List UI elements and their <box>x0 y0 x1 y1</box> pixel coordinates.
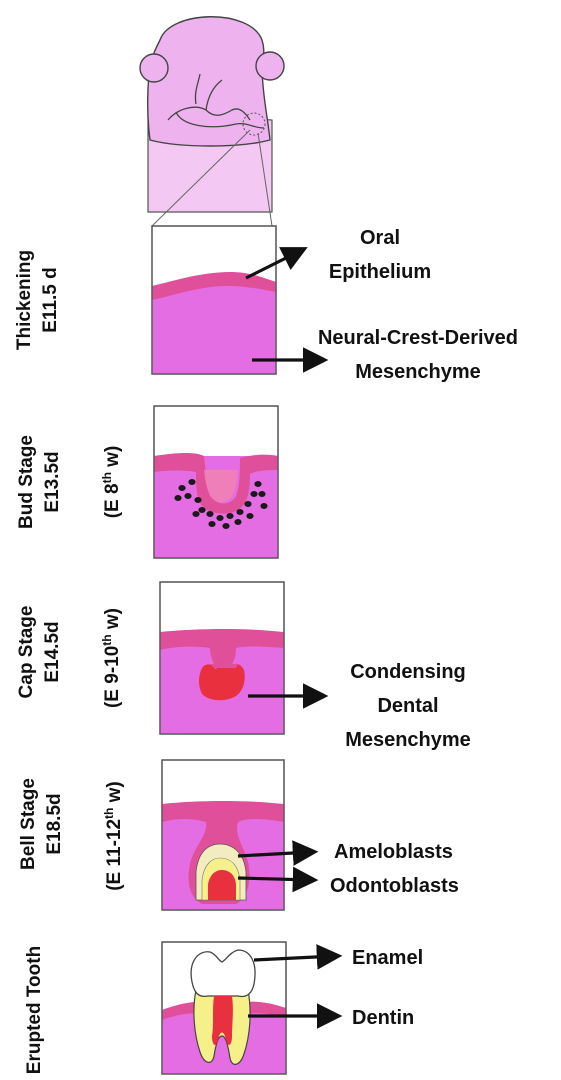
bud-cell-dot <box>178 485 185 491</box>
bud-cell-dot <box>236 509 243 515</box>
enamel-label: Enamel <box>352 947 423 969</box>
bell-stage-day: E18.5d <box>44 793 65 854</box>
bud-stage-human-week: (E 8th w) <box>100 446 123 519</box>
bud-stage-panel <box>154 406 278 558</box>
bud-cell-dot <box>188 479 195 485</box>
bud-cell-dot <box>226 513 233 519</box>
cap-stage-human-week: (E 9-10th w) <box>100 608 123 708</box>
left-ear <box>140 54 168 82</box>
condensing-label-line1: Condensing <box>350 661 466 683</box>
epithelium-label-line2: Epithelium <box>329 261 431 283</box>
bud-cell-dot <box>222 523 229 529</box>
cap-stage-name: Cap Stage <box>16 606 37 699</box>
annotation-labels: Oral Epithelium Neural-Crest-Derived Mes… <box>318 227 518 1029</box>
cap-stage-panel <box>160 582 284 734</box>
dental-label-line2: Dental <box>377 695 438 717</box>
bud-cell-dot <box>208 521 215 527</box>
dentin-label: Dentin <box>352 1007 414 1029</box>
bud-stage-name: Bud Stage <box>16 435 37 529</box>
mesenchyme-label-line3: Mesenchyme <box>345 729 471 751</box>
odontoblasts-label: Odontoblasts <box>330 875 459 897</box>
bud-cell-dot <box>216 515 223 521</box>
bud-cell-dot <box>194 497 201 503</box>
oral-label-line1: Oral <box>360 227 400 249</box>
odontoblasts-arrow <box>238 878 312 880</box>
thickening-stage-day: E11.5 d <box>40 267 61 333</box>
mesenchyme-label-line2: Mesenchyme <box>355 361 481 383</box>
bud-cell-dot <box>174 495 181 501</box>
embryo-head <box>140 17 284 226</box>
bell-stage-panel <box>162 760 284 910</box>
bud-cell-dot <box>198 507 205 513</box>
bud-cell-dot <box>184 493 191 499</box>
thickening-stage-name: Thickening <box>14 250 35 350</box>
bud-cell-dot <box>258 491 265 497</box>
bud-cell-dot <box>260 503 267 509</box>
bud-cell-dot <box>244 501 251 507</box>
bell-stage-human-week: (E 11-12th w) <box>102 781 125 891</box>
bud-cell-dot <box>234 519 241 525</box>
bud-cell-dot <box>206 511 213 517</box>
cap-stage-day: E14.5d <box>42 621 63 682</box>
bell-stage-name: Bell Stage <box>18 778 39 870</box>
ameloblasts-label: Ameloblasts <box>334 841 453 863</box>
thickening-panel <box>152 226 276 374</box>
bud-cell-dot <box>250 491 257 497</box>
bud-cell-dot <box>192 511 199 517</box>
erupted-tooth-stage-name: Erupted Tooth <box>24 946 45 1074</box>
stage-labels: Thickening E11.5 d Bud Stage E13.5d (E 8… <box>14 250 125 1074</box>
bud-cell-dot <box>254 481 261 487</box>
bud-stage-day: E13.5d <box>42 451 63 512</box>
neural-crest-label-line1: Neural-Crest-Derived <box>318 327 518 349</box>
right-ear <box>256 52 284 80</box>
erupted-tooth-panel <box>162 942 286 1074</box>
bud-cell-dot <box>246 513 253 519</box>
